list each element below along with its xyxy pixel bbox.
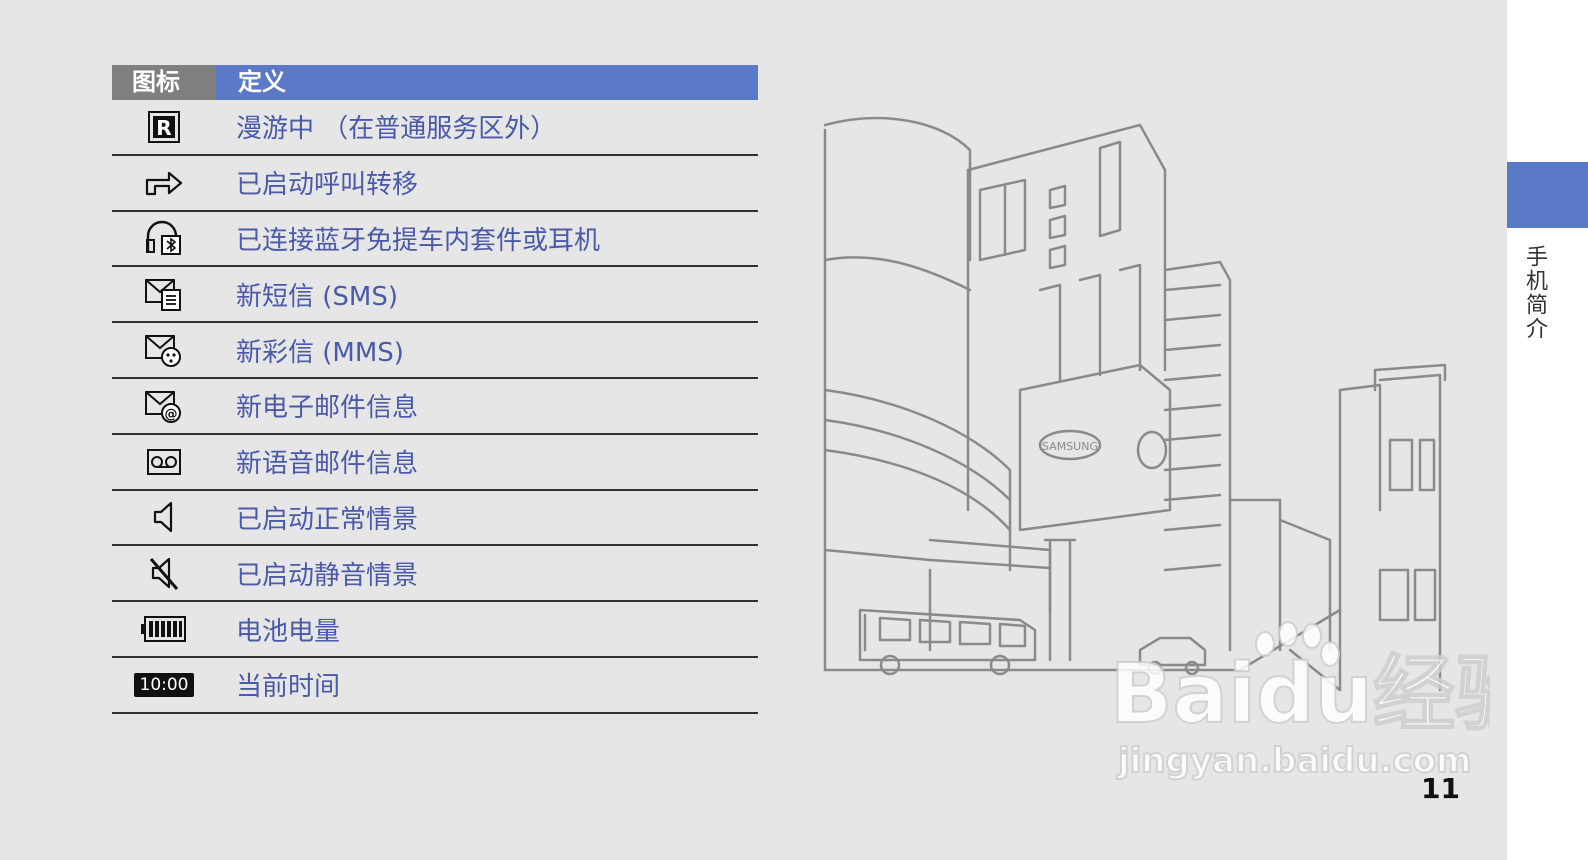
row-definition: 电池电量 xyxy=(236,616,341,647)
clock-icon-text: 10:00 xyxy=(134,672,194,697)
row-definition: 已启动正常情景 xyxy=(236,504,419,535)
city-street-illustration: SAMSUNG xyxy=(823,116,1447,692)
call-forward-icon xyxy=(112,166,216,200)
page-number: 11 xyxy=(1421,772,1460,805)
table-row: 10:00 当前时间 xyxy=(112,658,758,714)
header-icon-column: 图标 xyxy=(112,65,216,100)
clock-icon: 10:00 xyxy=(112,672,216,697)
manual-page: 图标 定义 R 漫游中 （在普通服务区外） 已启动呼叫转移 xyxy=(0,0,1507,860)
bluetooth-headset-icon xyxy=(112,220,216,256)
speaker-silent-icon xyxy=(112,555,216,591)
table-row: @ 新电子邮件信息 xyxy=(112,379,758,435)
watermark-line2: jingyan.baidu.com xyxy=(1116,741,1471,781)
table-row: 新语音邮件信息 xyxy=(112,435,758,491)
chapter-tab xyxy=(1507,162,1588,228)
row-definition: 新短信 (SMS) xyxy=(236,281,398,312)
baidu-watermark: Baidu经验 jingyan.baidu.com xyxy=(1110,621,1490,782)
table-row: 电池电量 xyxy=(112,602,758,658)
voicemail-icon xyxy=(112,447,216,477)
email-icon: @ xyxy=(112,388,216,424)
sms-icon xyxy=(112,276,216,312)
table-row: R 漫游中 （在普通服务区外） xyxy=(112,100,758,156)
row-definition: 已启动呼叫转移 xyxy=(236,170,419,201)
speaker-normal-icon xyxy=(112,499,216,535)
row-definition: 已连接蓝牙免提车内套件或耳机 xyxy=(236,225,601,256)
row-definition: 已启动静音情景 xyxy=(236,560,419,591)
icon-definition-table: 图标 定义 R 漫游中 （在普通服务区外） 已启动呼叫转移 xyxy=(112,65,758,714)
svg-text:R: R xyxy=(156,116,171,140)
table-row: 已启动呼叫转移 xyxy=(112,156,758,212)
row-definition: 新语音邮件信息 xyxy=(236,449,419,480)
table-row: 已启动静音情景 xyxy=(112,546,758,603)
row-definition: 新电子邮件信息 xyxy=(236,393,419,424)
illustration-sign: SAMSUNG xyxy=(1042,440,1098,453)
row-definition: 漫游中 （在普通服务区外） xyxy=(236,114,557,145)
roaming-icon: R xyxy=(112,110,216,144)
svg-text:@: @ xyxy=(165,407,178,422)
row-definition: 当前时间 xyxy=(236,672,341,703)
watermark-line1: Baidu经验 xyxy=(1110,647,1490,742)
table-row: 新彩信 (MMS) xyxy=(112,323,758,379)
table-header: 图标 定义 xyxy=(112,65,758,100)
header-definition-column: 定义 xyxy=(216,65,758,100)
battery-icon xyxy=(112,614,216,644)
table-row: 已连接蓝牙免提车内套件或耳机 xyxy=(112,212,758,268)
mms-icon xyxy=(112,332,216,368)
row-definition: 新彩信 (MMS) xyxy=(236,337,404,368)
table-row: 已启动正常情景 xyxy=(112,491,758,547)
chapter-tab-label: 手机简介 xyxy=(1522,245,1547,341)
table-row: 新短信 (SMS) xyxy=(112,267,758,324)
